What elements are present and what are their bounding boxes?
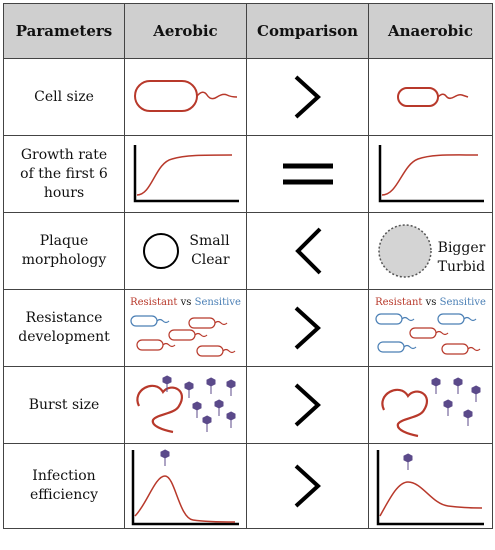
legend-resistant: Resistant [375,296,423,308]
param-growth-rate: Growth rate of the first 6 hours [3,135,125,213]
bacteria-population-icon [374,312,480,355]
resistance-legend: Resistant vs Sensitive [369,297,492,308]
greater-than-icon [294,383,321,427]
aerobic-plaque: Small Clear [124,212,247,290]
infection-curve-icon [131,449,239,526]
header-aerobic: Aerobic [124,3,247,59]
param-line: development [18,329,110,345]
param-line: morphology [21,252,107,268]
comparison-table-wrap: Parameters Aerobic Comparison Anaerobic … [3,3,493,546]
comparison-infection [246,443,369,529]
growth-curve-icon [133,145,239,203]
burst-phage-icon [135,375,235,434]
anaerobic-infection [368,443,493,529]
legend-vs: vs [180,296,192,308]
param-line: Growth rate [20,146,108,163]
greater-than-icon [294,306,321,350]
table-row: Plaque morphology Small Clear [3,212,493,290]
equal-icon [282,163,333,185]
table-row: Growth rate of the first 6 hours [3,135,493,213]
comparison-resistance [246,289,369,367]
header-parameters: Parameters [3,3,125,59]
growth-curve-icon [378,145,484,203]
anaerobic-growth-rate [368,135,493,213]
resistance-legend: Resistant vs Sensitive [125,297,246,308]
anaerobic-burst-size [368,366,493,444]
plaque-size-label: Bigger [437,240,486,256]
param-line: Infection [32,468,96,484]
bacteria-population-icon [129,314,235,357]
param-line: hours [43,184,85,201]
param-line: of the first 6 [20,165,108,182]
header-comparison: Comparison [246,3,369,59]
greater-than-icon [294,464,321,508]
comparison-burst-size [246,366,369,444]
legend-resistant: Resistant [130,296,178,308]
table-row: Resistance development Resistant vs Sens… [3,289,493,367]
small-bacterium-icon [396,87,468,107]
header-row: Parameters Aerobic Comparison Anaerobic [3,3,493,59]
param-line: efficiency [29,487,99,503]
comparison-cell-size [246,58,369,136]
aerobic-burst-size [124,366,247,444]
param-infection-efficiency: Infection efficiency [3,443,125,529]
small-clear-plaque-icon [143,233,180,269]
aerobic-resistance: Resistant vs Sensitive [124,289,247,367]
comparison-plaque [246,212,369,290]
param-plaque-morphology: Plaque morphology [3,212,125,290]
param-cell-size: Cell size [3,58,125,136]
bigger-turbid-plaque-icon [377,224,432,278]
legend-sensitive: Sensitive [439,296,486,308]
aerobic-growth-rate [124,135,247,213]
legend-vs: vs [425,296,437,308]
table-row: Burst size [3,366,493,444]
header-anaerobic: Anaerobic [368,3,493,59]
anaerobic-cell-size [368,58,493,136]
param-line: Plaque [39,233,89,249]
less-than-icon [294,227,321,275]
comparison-table: Parameters Aerobic Comparison Anaerobic … [3,3,493,529]
plaque-clarity-label: Clear [191,252,230,268]
table-row: Infection efficiency [3,443,493,529]
greater-than-icon [294,75,321,119]
aerobic-cell-size [124,58,247,136]
param-line: Resistance [25,310,103,326]
plaque-clarity-label: Turbid [437,259,486,275]
param-resistance: Resistance development [3,289,125,367]
burst-phage-icon [380,377,480,438]
plaque-size-label: Small [189,233,230,249]
large-bacterium-icon [133,80,237,112]
comparison-growth-rate [246,135,369,213]
infection-curve-icon [376,450,484,526]
anaerobic-plaque: Bigger Turbid [368,212,493,290]
table-row: Cell size [3,58,493,136]
anaerobic-resistance: Resistant vs Sensitive [368,289,493,367]
param-line: Cell size [34,88,94,105]
legend-sensitive: Sensitive [194,296,241,308]
param-burst-size: Burst size [3,366,125,444]
aerobic-infection [124,443,247,529]
param-line: Burst size [28,396,100,413]
